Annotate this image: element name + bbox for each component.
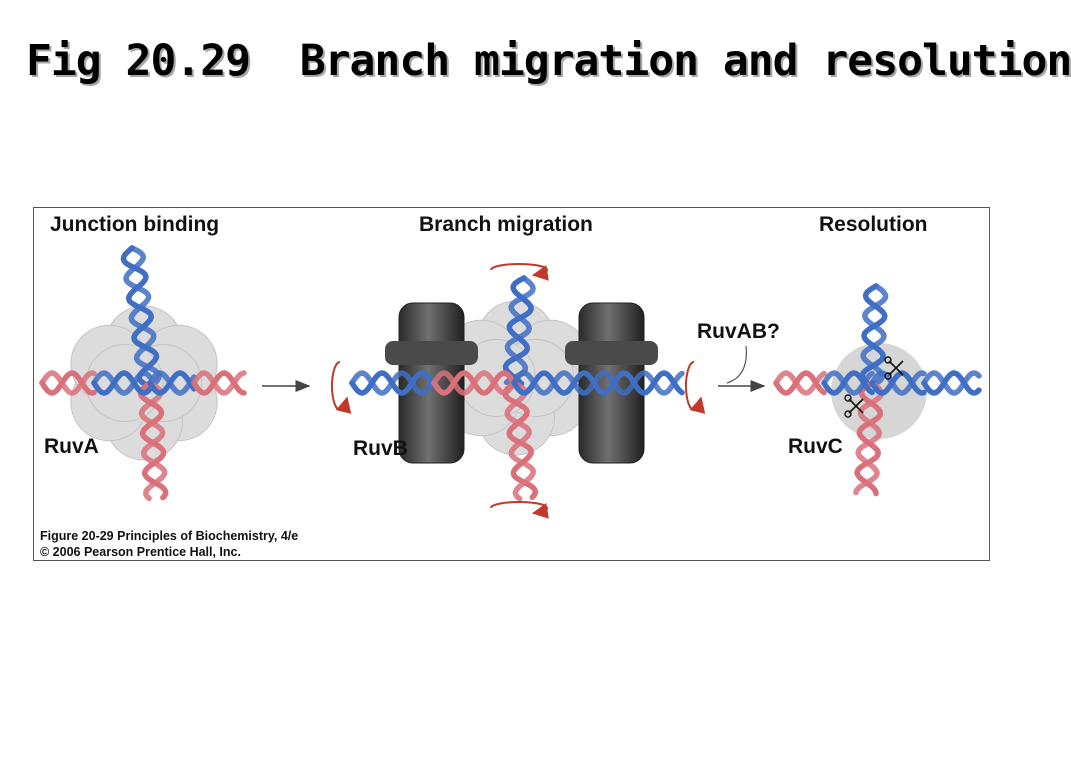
stage-branch-migration: Branch migration [419, 213, 593, 236]
junction-helix-bottom [137, 380, 169, 502]
strand [91, 370, 153, 396]
resolution-helix-left-b [821, 370, 875, 396]
rotation-arrow-right [685, 361, 706, 414]
rotation-arc [685, 361, 706, 414]
strand [869, 370, 927, 396]
strand [502, 275, 534, 387]
rotation-arc [490, 263, 549, 281]
resolution-helix-right-b [921, 370, 982, 396]
label-ruvb: RuvB [353, 437, 408, 460]
caption-line-1: Figure 20-29 Principles of Biochemistry,… [40, 529, 299, 543]
migration-helix-top [502, 275, 536, 387]
figure-drawing [39, 245, 982, 519]
strand [853, 380, 885, 496]
resolution-helix-bottom [853, 380, 885, 497]
strand [591, 370, 685, 396]
strand [504, 380, 536, 502]
strand [503, 275, 536, 386]
strand [191, 370, 247, 396]
strand [147, 370, 197, 396]
strand [123, 245, 162, 386]
strand [821, 370, 875, 396]
figure-caption: Figure 20-29 Principles of Biochemistry,… [40, 528, 298, 560]
migration-helix-bottom [502, 380, 539, 502]
label-ruvc: RuvC [788, 435, 843, 458]
rotation-arrow-bottom [490, 501, 549, 519]
rotation-arc [331, 361, 352, 414]
handle [844, 410, 852, 418]
stage-junction-binding: Junction binding [50, 213, 220, 236]
migration-helix-left-b [431, 370, 517, 396]
strand [921, 370, 982, 396]
scissors-icon [884, 356, 904, 380]
strand [120, 245, 160, 387]
strand [39, 370, 97, 396]
strand [773, 370, 827, 396]
migration-helix-right-b [591, 370, 685, 396]
label-ruvab: RuvAB? [697, 320, 780, 343]
strand [854, 380, 884, 497]
handle [884, 356, 892, 364]
junction-helix-left-b [91, 370, 153, 396]
junction-helix-left-a [39, 370, 97, 396]
strand [39, 370, 97, 396]
ruvb-ring-flange [565, 341, 658, 365]
rotation-arrow-top [490, 263, 549, 281]
strand [349, 370, 437, 396]
resolution-helix-top [859, 283, 889, 386]
resolution-helix-right-a [869, 370, 927, 396]
strand [921, 370, 982, 396]
caption-line-2: © 2006 Pearson Prentice Hall, Inc. [40, 545, 241, 559]
rotation-arrow-left [331, 361, 352, 414]
ruvab-leader-line [726, 345, 747, 384]
blade [848, 398, 864, 414]
migration-helix-right-a [511, 370, 597, 396]
junction-helix-right-b [191, 370, 247, 396]
strand [91, 370, 153, 396]
junction-helix-top [120, 245, 162, 387]
handle [884, 372, 892, 380]
strand [147, 370, 197, 396]
blade [888, 360, 904, 376]
scissors-icon [844, 394, 864, 418]
strand [591, 370, 685, 396]
figure-panel: Junction binding Branch migration Resolu… [33, 207, 990, 561]
rotation-arc [490, 501, 549, 519]
strand [191, 370, 247, 396]
migration-helix-left-a [349, 370, 437, 396]
resolution-helix-left-a [773, 370, 827, 396]
handle [844, 394, 852, 402]
ruvb-ring-flange [385, 341, 478, 365]
strand [860, 283, 889, 386]
strand [431, 370, 517, 396]
strand [869, 370, 927, 396]
strand [511, 370, 597, 396]
strand [138, 380, 168, 502]
stage-resolution: Resolution [819, 213, 928, 236]
junction-helix-right-a [147, 370, 197, 396]
label-ruva: RuvA [44, 435, 99, 458]
slide-title: Fig 20.29 Branch migration and resolutio… [26, 36, 1071, 86]
